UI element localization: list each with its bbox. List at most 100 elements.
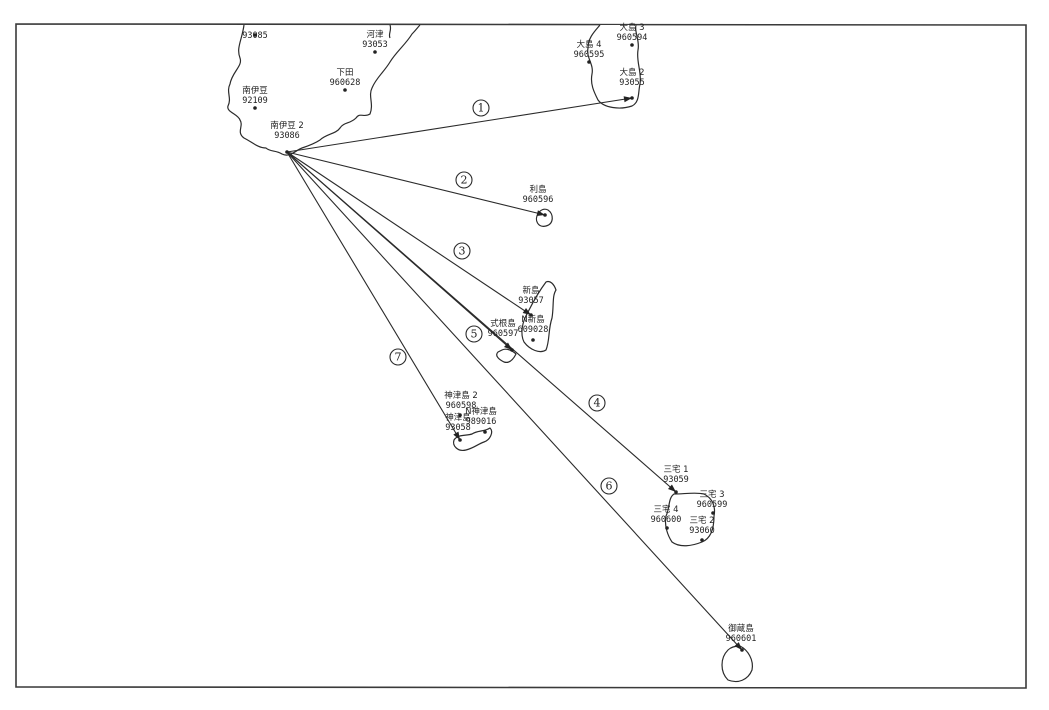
route-number-circle [453, 242, 471, 260]
station-name: 利島 [529, 184, 547, 195]
station-id: 93060 [689, 526, 715, 536]
route-7: 7 [286, 151, 461, 441]
station-name: 三宅 2 [689, 515, 714, 526]
station-dot [630, 96, 634, 100]
station-name: 大島 2 [619, 67, 644, 78]
mikurajima-island [721, 645, 753, 683]
station-dot [458, 413, 462, 417]
route-number: 2 [461, 174, 468, 187]
station-dot [630, 43, 634, 47]
kozushima-island [453, 427, 493, 451]
arrowhead-icon [504, 342, 512, 350]
station-name: 神津島 [445, 412, 471, 423]
route-number: 6 [606, 480, 613, 493]
arrowhead-icon [453, 431, 460, 440]
station-dot [740, 648, 744, 652]
station-id: 960628 [330, 78, 361, 88]
kawazu-coastline [388, 24, 392, 39]
route-number-circle [588, 394, 606, 412]
station-name: 南伊豆 2 [270, 120, 304, 131]
station-name: 三宅 1 [663, 464, 688, 475]
station-id: 93086 [274, 131, 300, 141]
station-dot [543, 213, 547, 217]
route-number: 4 [594, 397, 601, 410]
routes: 1 2 3 4 5 6 7 [286, 96, 743, 651]
station-id: 960599 [697, 500, 728, 510]
station-dot [253, 106, 257, 110]
station-id: 93057 [518, 296, 544, 306]
station-dot [343, 88, 347, 92]
route-number-circle [472, 99, 490, 117]
oshima-island [587, 24, 642, 109]
arrowhead-icon [668, 484, 676, 492]
station-name: 御蔵島 [728, 623, 754, 634]
route-line [286, 151, 461, 441]
station-dot [531, 338, 535, 342]
station-id: 989016 [466, 417, 497, 427]
station-id: 93053 [362, 40, 388, 50]
station-id: 960598 [446, 401, 477, 411]
route-line [286, 151, 546, 216]
route-line [286, 151, 513, 351]
route-number-circle [600, 477, 618, 495]
station-dot [674, 490, 678, 494]
station-id: 93085 [242, 31, 268, 41]
route-line [286, 151, 743, 651]
station-name: N神津島 [465, 406, 497, 417]
station-id: 960596 [523, 195, 554, 205]
station-name: 南伊豆 [242, 85, 268, 96]
route-number: 7 [395, 351, 402, 364]
arrowhead-icon [734, 642, 742, 650]
station-id: 960601 [726, 634, 757, 644]
station-name: 大島 4 [576, 39, 601, 50]
station-dot [253, 33, 257, 37]
route-number: 5 [471, 328, 478, 341]
station-name: 河津 [366, 29, 384, 40]
station-name: 新島 [522, 285, 540, 296]
station-name: 下田 [336, 68, 353, 78]
route-number: 3 [459, 245, 466, 258]
route-number: 1 [478, 102, 485, 115]
station-name: N新島 [521, 314, 545, 325]
route-1: 1 [286, 96, 633, 153]
arrowhead-icon [536, 210, 545, 217]
route-line [286, 97, 633, 153]
arrowhead-icon [623, 96, 632, 103]
station-dot [373, 50, 377, 54]
station-dot [458, 438, 462, 442]
station-id: 93059 [663, 475, 689, 485]
station-id: 960594 [617, 33, 648, 43]
station-dot [665, 526, 669, 530]
station-dot [700, 538, 704, 542]
station-id: 93058 [445, 423, 471, 433]
station-id: 960597 [488, 329, 519, 339]
station-name: 神津島 2 [444, 390, 478, 401]
route-number-circle [465, 325, 483, 343]
route-number-circle [389, 348, 407, 366]
station-st-93085: 93085 [242, 31, 268, 41]
shikinejima-island [496, 348, 517, 363]
station-dot [711, 511, 715, 515]
station-dot [529, 313, 533, 317]
station-id: 960600 [651, 515, 682, 525]
station-name: 式根島 [490, 318, 516, 329]
route-6: 6 [286, 151, 743, 651]
route-3: 3 [286, 151, 532, 316]
route-line [286, 151, 532, 316]
station-name: 三宅 4 [653, 504, 678, 515]
